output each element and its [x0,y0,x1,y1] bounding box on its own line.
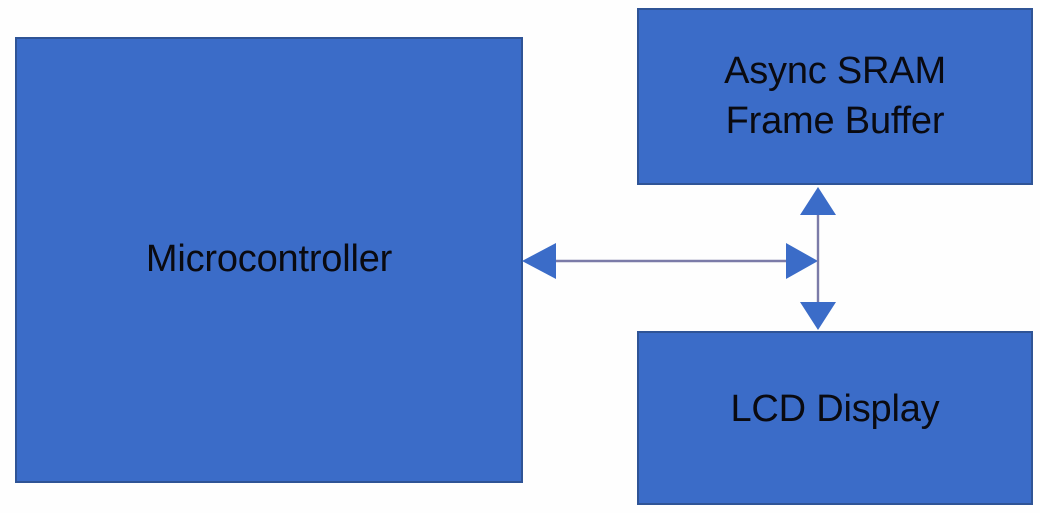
arrowhead-up-icon [800,187,836,215]
arrowhead-down-icon [800,302,836,330]
block-async-sram-frame-buffer[interactable]: Async SRAM Frame Buffer [637,8,1033,185]
arrowhead-right-icon [786,243,818,279]
connector-sram-lcd[interactable] [800,187,836,330]
block-microcontroller[interactable]: Microcontroller [15,37,523,483]
block-lcd-display[interactable]: LCD Display [637,331,1033,505]
connector-mcu-bus[interactable] [522,243,818,279]
arrowhead-left-icon [522,243,556,279]
